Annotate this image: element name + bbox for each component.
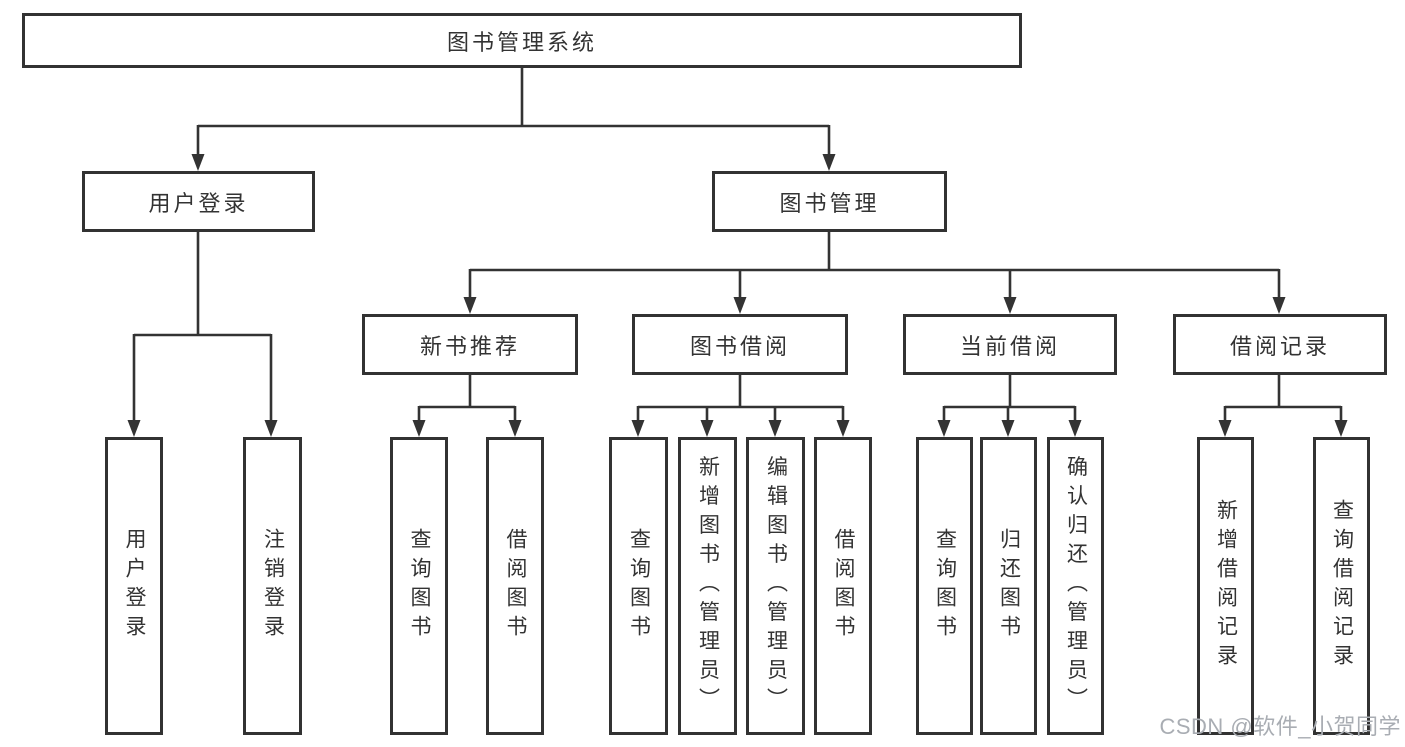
node-library-system: 图书管理系统 [22,13,1022,68]
leaf-records-add-record: 新增借阅记录 [1197,437,1254,735]
leaf-current-return-books-label: 归还图书 [997,528,1021,644]
leaf-current-query-books-label: 查询图书 [933,528,957,644]
leaf-records-query-record: 查询借阅记录 [1313,437,1370,735]
leaf-records-query-record-label: 查询借阅记录 [1330,499,1354,673]
leaf-current-confirm-return-admin: 确认归还（管理员） [1047,437,1104,735]
connector-new-book-recommend-to-leaves [412,375,522,437]
node-current-borrowing: 当前借阅 [903,314,1117,375]
connector-book-borrowing-to-leaves [631,375,850,437]
leaf-current-confirm-return-admin-label: 确认归还（管理员） [1064,455,1088,717]
leaf-borrowing-add-books-admin: 新增图书（管理员） [678,437,737,735]
leaf-user-login: 用户登录 [105,437,163,735]
connector-borrowing-records-to-leaves [1218,375,1348,437]
leaf-borrowing-edit-books-admin-label: 编辑图书（管理员） [764,455,788,717]
leaf-borrowing-query-books-label: 查询图书 [627,528,651,644]
leaf-borrowing-borrow-books-label: 借阅图书 [832,528,855,644]
leaf-borrowing-add-books-admin-label: 新增图书（管理员） [696,455,720,717]
leaf-recommend-borrow-books: 借阅图书 [486,437,544,735]
connector-book-management-to-level3 [463,232,1286,314]
leaf-recommend-query-books: 查询图书 [390,437,448,735]
leaf-borrowing-borrow-books: 借阅图书 [814,437,872,735]
connector-user-login-to-leaves [127,232,278,437]
node-book-borrowing: 图书借阅 [632,314,848,375]
node-new-book-recommend: 新书推荐 [362,314,578,375]
node-borrowing-records: 借阅记录 [1173,314,1387,375]
leaf-logout: 注销登录 [243,437,302,735]
leaf-borrowing-edit-books-admin: 编辑图书（管理员） [746,437,805,735]
leaf-logout-label: 注销登录 [261,528,285,644]
leaf-current-query-books: 查询图书 [916,437,973,735]
connector-root-to-level2 [191,68,836,171]
leaf-recommend-borrow-books-label: 借阅图书 [504,528,527,644]
node-book-management: 图书管理 [712,171,947,232]
csdn-watermark: CSDN @软件_小贺同学 [1159,714,1401,739]
connector-current-borrowing-to-leaves [937,375,1082,437]
leaf-recommend-query-books-label: 查询图书 [408,528,431,644]
leaf-records-add-record-label: 新增借阅记录 [1214,499,1238,673]
leaf-user-login-label: 用户登录 [123,528,146,644]
leaf-current-return-books: 归还图书 [980,437,1037,735]
leaf-borrowing-query-books: 查询图书 [609,437,668,735]
node-user-login: 用户登录 [82,171,315,232]
